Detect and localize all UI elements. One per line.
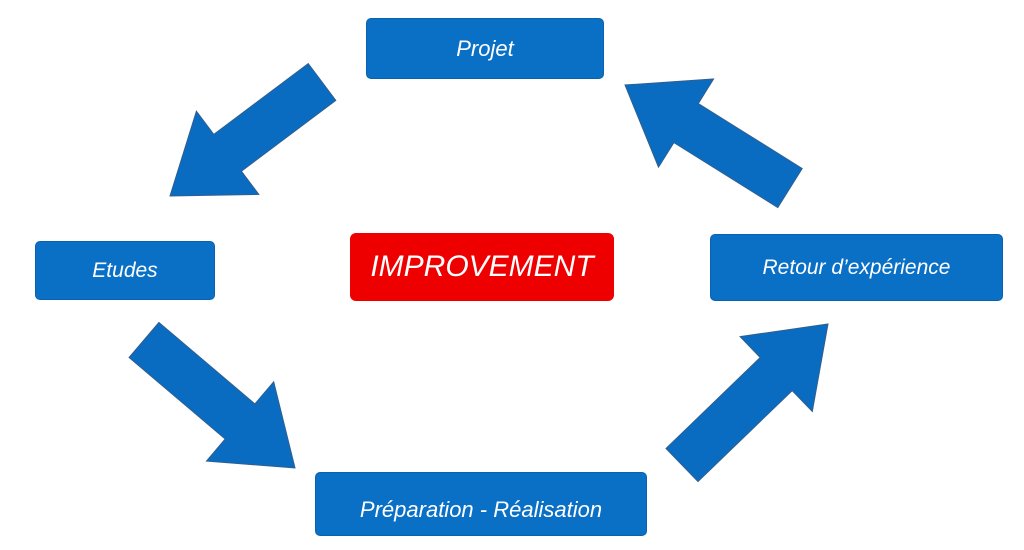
- center-node-label: IMPROVEMENT: [370, 250, 594, 283]
- arrow-etudes-to-preparation: [128, 321, 296, 469]
- center-node-improvement: IMPROVEMENT: [350, 233, 614, 301]
- arrow-projet-to-etudes: [169, 62, 337, 197]
- node-etudes-label: Etudes: [92, 258, 158, 282]
- arrow-preparation-to-retour: [665, 323, 829, 483]
- node-preparation-realisation-label: Préparation - Réalisation: [359, 497, 603, 522]
- node-etudes: Etudes: [35, 241, 215, 300]
- node-projet-label: Projet: [456, 35, 514, 61]
- node-preparation-realisation: Préparation - Réalisation: [315, 472, 647, 536]
- node-projet: Projet: [366, 18, 604, 79]
- arrow-retour-to-projet: [624, 78, 803, 209]
- node-retour-experience-label: Retour d’expérience: [762, 255, 951, 279]
- node-retour-experience: Retour d’expérience: [710, 234, 1003, 301]
